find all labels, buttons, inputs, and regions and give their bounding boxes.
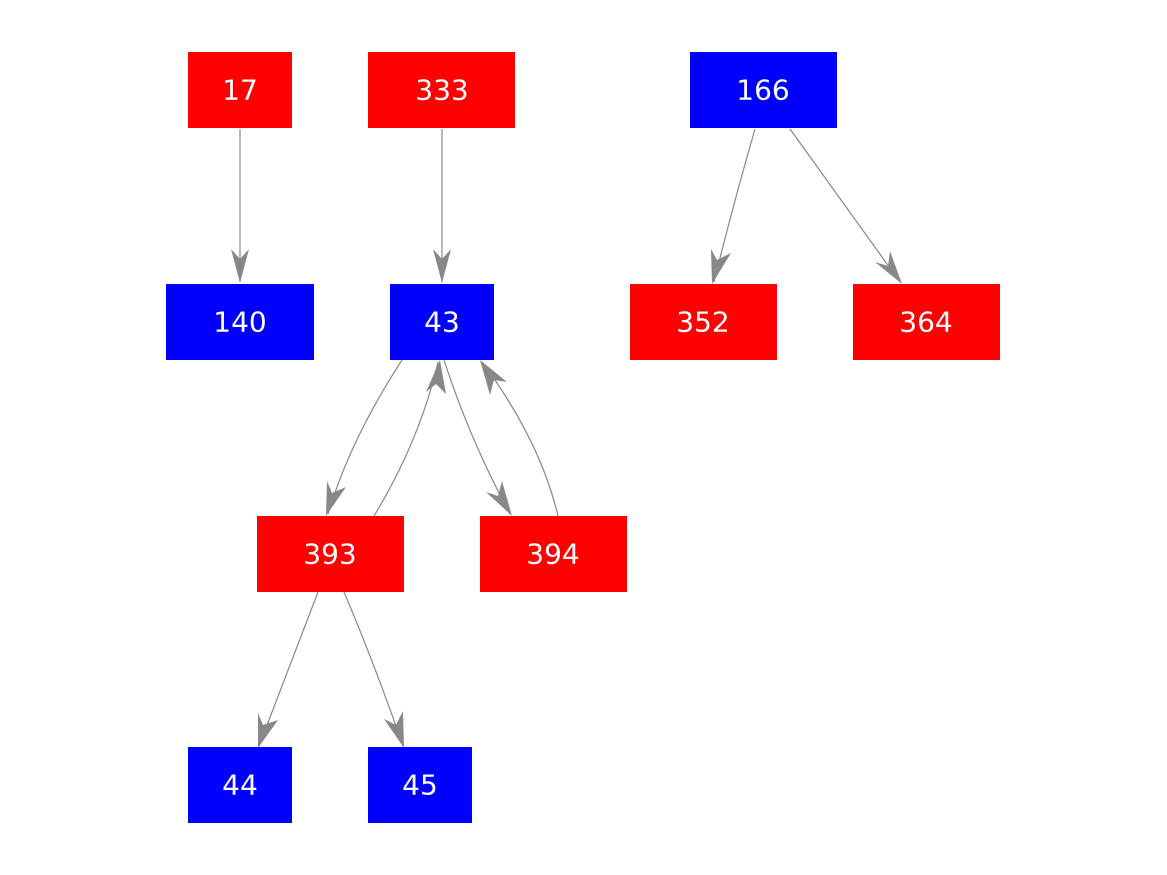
node-364[interactable]: 364 — [853, 284, 1000, 360]
arrowhead-17-to-140 — [231, 249, 249, 283]
node-label: 140 — [213, 306, 266, 339]
node-box — [188, 747, 292, 823]
node-label: 333 — [415, 74, 468, 107]
node-box — [368, 52, 515, 128]
node-label: 364 — [899, 306, 952, 339]
node-label: 393 — [303, 538, 356, 571]
node-box — [257, 516, 404, 592]
nodes-group: 17 333 166 140 43 352 364 393 — [166, 52, 1000, 823]
arrowhead-43-to-393 — [326, 481, 346, 516]
node-box — [630, 284, 777, 360]
edge-394-to-43 — [481, 361, 559, 517]
edges-group — [239, 128, 901, 747]
node-box — [390, 284, 494, 360]
node-394[interactable]: 394 — [480, 516, 627, 592]
node-140[interactable]: 140 — [166, 284, 314, 360]
node-box — [166, 284, 314, 360]
arrowhead-393-to-44 — [258, 713, 278, 748]
node-label: 17 — [222, 74, 258, 107]
arrowhead-393-to-45 — [384, 711, 404, 748]
edge-393-to-43 — [373, 361, 439, 517]
arrowhead-43-to-394 — [486, 481, 512, 516]
node-box — [690, 52, 837, 128]
node-label: 43 — [424, 306, 460, 339]
node-box — [188, 52, 292, 128]
node-393[interactable]: 393 — [257, 516, 404, 592]
node-17[interactable]: 17 — [188, 52, 292, 128]
node-43[interactable]: 43 — [390, 284, 494, 360]
arrowhead-394-to-43 — [480, 360, 507, 395]
node-box — [480, 516, 627, 592]
arrowhead-166-to-364 — [875, 251, 902, 284]
node-label: 394 — [526, 538, 579, 571]
node-166[interactable]: 166 — [690, 52, 837, 128]
node-label: 166 — [736, 74, 789, 107]
node-44[interactable]: 44 — [188, 747, 292, 823]
edge-393-to-45 — [343, 591, 404, 747]
arrowheads-group — [231, 249, 902, 748]
node-45[interactable]: 45 — [368, 747, 472, 823]
node-box — [853, 284, 1000, 360]
node-333[interactable]: 333 — [368, 52, 515, 128]
arrowhead-166-to-352 — [711, 249, 731, 284]
node-box — [368, 747, 472, 823]
node-label: 44 — [222, 769, 258, 802]
node-label: 352 — [676, 306, 729, 339]
arrowhead-333-to-43 — [433, 249, 451, 283]
edge-166-to-364 — [789, 128, 901, 283]
node-label: 45 — [402, 769, 438, 802]
node-352[interactable]: 352 — [630, 284, 777, 360]
edge-393-to-44 — [258, 591, 319, 747]
arrowhead-393-to-43 — [426, 360, 446, 394]
